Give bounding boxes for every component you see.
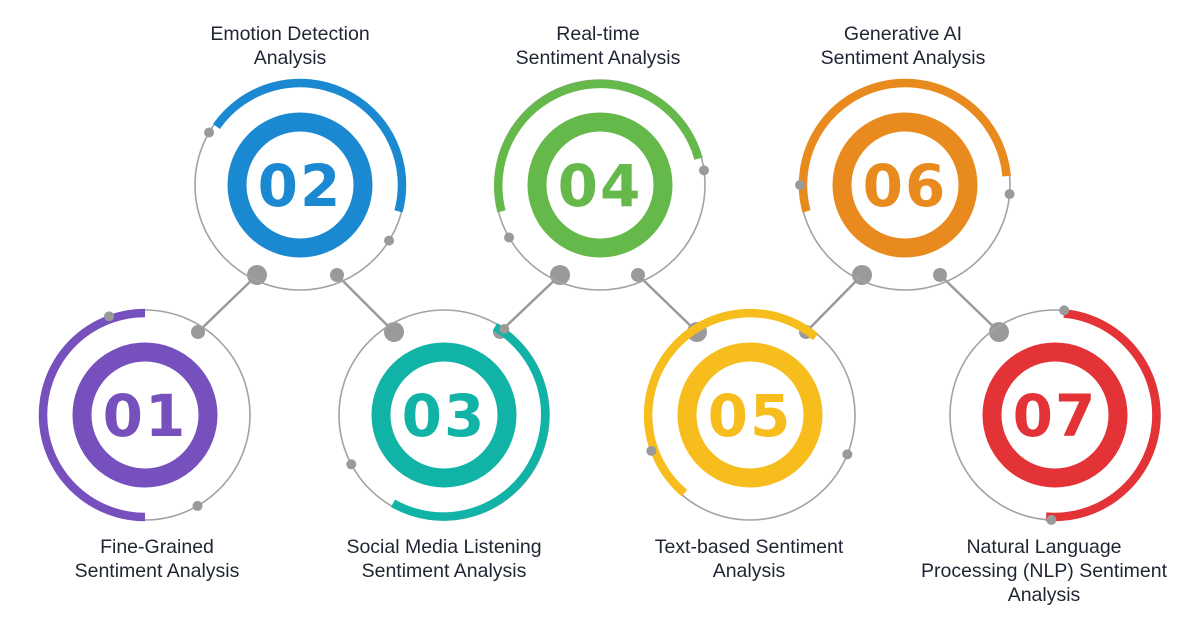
connector-line-2: [336, 274, 395, 333]
step-06-caption: Generative AI Sentiment Analysis: [753, 22, 1053, 70]
step-04-title-line-1: Real-time: [556, 23, 640, 45]
step-01-number: 01: [103, 382, 188, 450]
step-06-outer-arc: [798, 78, 1011, 213]
junction-dot-large-2: [384, 322, 404, 342]
junction-dot-large-5: [852, 265, 872, 285]
connector-line-5: [805, 274, 863, 333]
step-04-ring-dot-2: [698, 165, 709, 176]
step-01-title-line-2: Sentiment Analysis: [74, 560, 240, 582]
junction-dot-medium-4: [631, 268, 645, 282]
step-07-main-ring: [982, 342, 1128, 488]
step-03-caption: Social Media Listening Sentiment Analysi…: [294, 535, 594, 583]
junction-dot-medium-1: [191, 325, 205, 339]
step-03-main-ring: [371, 342, 517, 488]
step-03-outer-arc: [390, 323, 550, 521]
step-06-title-line-1: Generative AI: [843, 23, 963, 45]
step-02-number: 02: [258, 152, 343, 220]
step-02-title-line-1: Emotion Detection: [210, 23, 370, 45]
step-07-title-line-3: Analysis: [1007, 584, 1081, 606]
step-05-main-ring: [677, 342, 823, 488]
step-05-ring-dot-1: [646, 445, 657, 456]
step-07-title-line-2: Processing (NLP) Sentiment: [920, 560, 1168, 582]
connector-line-6: [939, 274, 1000, 333]
step-07-circle: 07: [949, 305, 1161, 525]
step-06-number: 06: [863, 152, 948, 220]
step-01-main-ring: [72, 342, 218, 488]
step-circles: 01 02 03 04 05 06 07: [38, 78, 1161, 525]
step-02-circle: 02: [194, 78, 407, 291]
step-02-caption: Emotion Detection Analysis: [140, 22, 440, 70]
step-02-ring-dot-1: [204, 127, 215, 138]
junction-dot-large-6: [989, 322, 1009, 342]
step-03-ring-dot-1: [499, 323, 510, 334]
step-04-title-line-2: Sentiment Analysis: [515, 47, 681, 69]
step-01-circle: 01: [38, 308, 251, 522]
junction-dot-medium-6: [933, 268, 947, 282]
step-05-outer-arc: [643, 308, 819, 497]
step-01-outer-arc: [38, 308, 146, 522]
step-03-title-line-1: Social Media Listening: [346, 536, 542, 558]
step-05-ring-dot-2: [842, 449, 853, 460]
step-05-title-line-1: Text-based Sentiment: [654, 536, 844, 558]
step-07-ring-dot-1: [1059, 305, 1070, 316]
step-04-circle: 04: [493, 79, 709, 291]
step-05-caption: Text-based Sentiment Analysis: [599, 535, 899, 583]
step-06-ring-dot-2: [1004, 189, 1015, 200]
connector-line-1: [197, 274, 258, 333]
step-03-ring-dot-2: [346, 459, 357, 470]
step-04-ring-dot-1: [504, 232, 515, 243]
step-02-ring-dot-2: [384, 235, 395, 246]
step-05-title-line-2: Analysis: [712, 560, 786, 582]
step-05-number: 05: [708, 382, 793, 450]
step-01-caption: Fine-Grained Sentiment Analysis: [7, 535, 307, 583]
step-03-title-line-2: Sentiment Analysis: [361, 560, 527, 582]
connectors: [191, 265, 1009, 342]
step-02-outer-arc: [212, 78, 407, 213]
step-06-circle: 06: [795, 78, 1015, 291]
step-02-main-ring: [227, 112, 373, 258]
step-07-title-line-1: Natural Language: [966, 536, 1122, 558]
step-03-circle: 03: [338, 309, 550, 521]
step-04-outer-arc: [493, 79, 703, 213]
step-04-caption: Real-time Sentiment Analysis: [448, 22, 748, 70]
step-05-circle: 05: [643, 308, 856, 521]
step-07-outer-arc: [1045, 309, 1161, 522]
step-01-ring-dot-2: [192, 500, 203, 511]
step-06-main-ring: [832, 112, 978, 258]
step-07-ring-dot-2: [1046, 514, 1057, 525]
step-06-ring-dot-1: [795, 180, 805, 190]
junction-dot-large-1: [247, 265, 267, 285]
step-07-number: 07: [1013, 382, 1098, 450]
step-01-title-line-1: Fine-Grained: [100, 536, 214, 558]
step-04-main-ring: [527, 112, 673, 258]
step-02-title-line-2: Analysis: [253, 47, 327, 69]
connector-line-3: [499, 274, 561, 333]
step-01-ring-dot-1: [104, 311, 115, 322]
step-07-caption: Natural Language Processing (NLP) Sentim…: [894, 535, 1194, 607]
step-06-title-line-2: Sentiment Analysis: [820, 47, 986, 69]
step-04-number: 04: [558, 152, 643, 220]
step-03-number: 03: [402, 382, 487, 450]
junction-dot-medium-2: [330, 268, 344, 282]
connector-line-4: [637, 274, 698, 333]
